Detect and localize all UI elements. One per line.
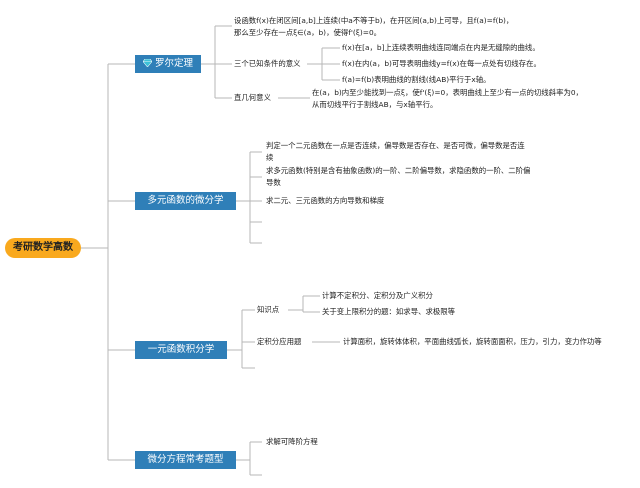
ode-item-reducible[interactable]: 求解可降阶方程 xyxy=(266,437,318,446)
rolle-geometry-text[interactable]: 在(a，b)内至少能找到一点ξ，使f'(ξ)=0，表明曲线上至少有一点的切线斜率… xyxy=(312,88,583,109)
branch-rolle-theorem[interactable]: 罗尔定理 xyxy=(135,55,201,73)
integral-applications-text[interactable]: 计算面积，旋转体体积，平面曲线弧长，旋转面面积，压力，引力，变力作功等 xyxy=(343,337,602,346)
integral-knowledge-item[interactable]: 计算不定积分、定积分及广义积分 xyxy=(322,291,433,300)
integral-knowledge-item[interactable]: 关于变上限积分的题：如求导、求极限等 xyxy=(322,307,456,316)
root-node[interactable]: 考研数学高数 xyxy=(5,238,81,258)
rolle-condition-item[interactable]: f(a)=f(b)表明曲线的割线(线AB)平行于x轴。 xyxy=(342,75,491,84)
rolle-condition-item[interactable]: f(x)在[a，b]上连续表明曲线连同端点在内是无缝隙的曲线。 xyxy=(342,43,540,52)
rolle-condition-item[interactable]: f(x)在内(a，b)可导表明曲线y=f(x)在每一点处有切线存在。 xyxy=(342,59,541,68)
multi-item-continuity[interactable]: 判定一个二元函数在一点是否连续，偏导数是否存在、是否可微，偏导数是否连 续 xyxy=(266,141,525,162)
rolle-conditions-label[interactable]: 三个已知条件的意义 xyxy=(234,59,301,68)
rolle-geometry-label[interactable]: 直几何意义 xyxy=(234,93,271,102)
branch-single-variable-integral[interactable]: 一元函数积分学 xyxy=(135,341,227,359)
diamond-icon xyxy=(142,59,152,67)
branch-multivariable-differential[interactable]: 多元函数的微分学 xyxy=(135,192,236,210)
branch-differential-equations[interactable]: 微分方程常考题型 xyxy=(135,451,236,469)
branch-label: 罗尔定理 xyxy=(154,58,193,69)
multi-item-gradient[interactable]: 求二元、三元函数的方向导数和梯度 xyxy=(266,196,385,205)
rolle-statement[interactable]: 设函数f(x)在闭区间[a,b]上连续(中a不等于b)，在开区间(a,b)上可导… xyxy=(234,16,514,37)
multi-item-partial-derivatives[interactable]: 求多元函数(特别是含有抽象函数)的一阶、二阶偏导数，求隐函数的一阶、二阶偏 导数 xyxy=(266,166,531,187)
integral-knowledge-label[interactable]: 知识点 xyxy=(257,305,280,314)
integral-applications-label[interactable]: 定积分应用题 xyxy=(257,337,302,346)
